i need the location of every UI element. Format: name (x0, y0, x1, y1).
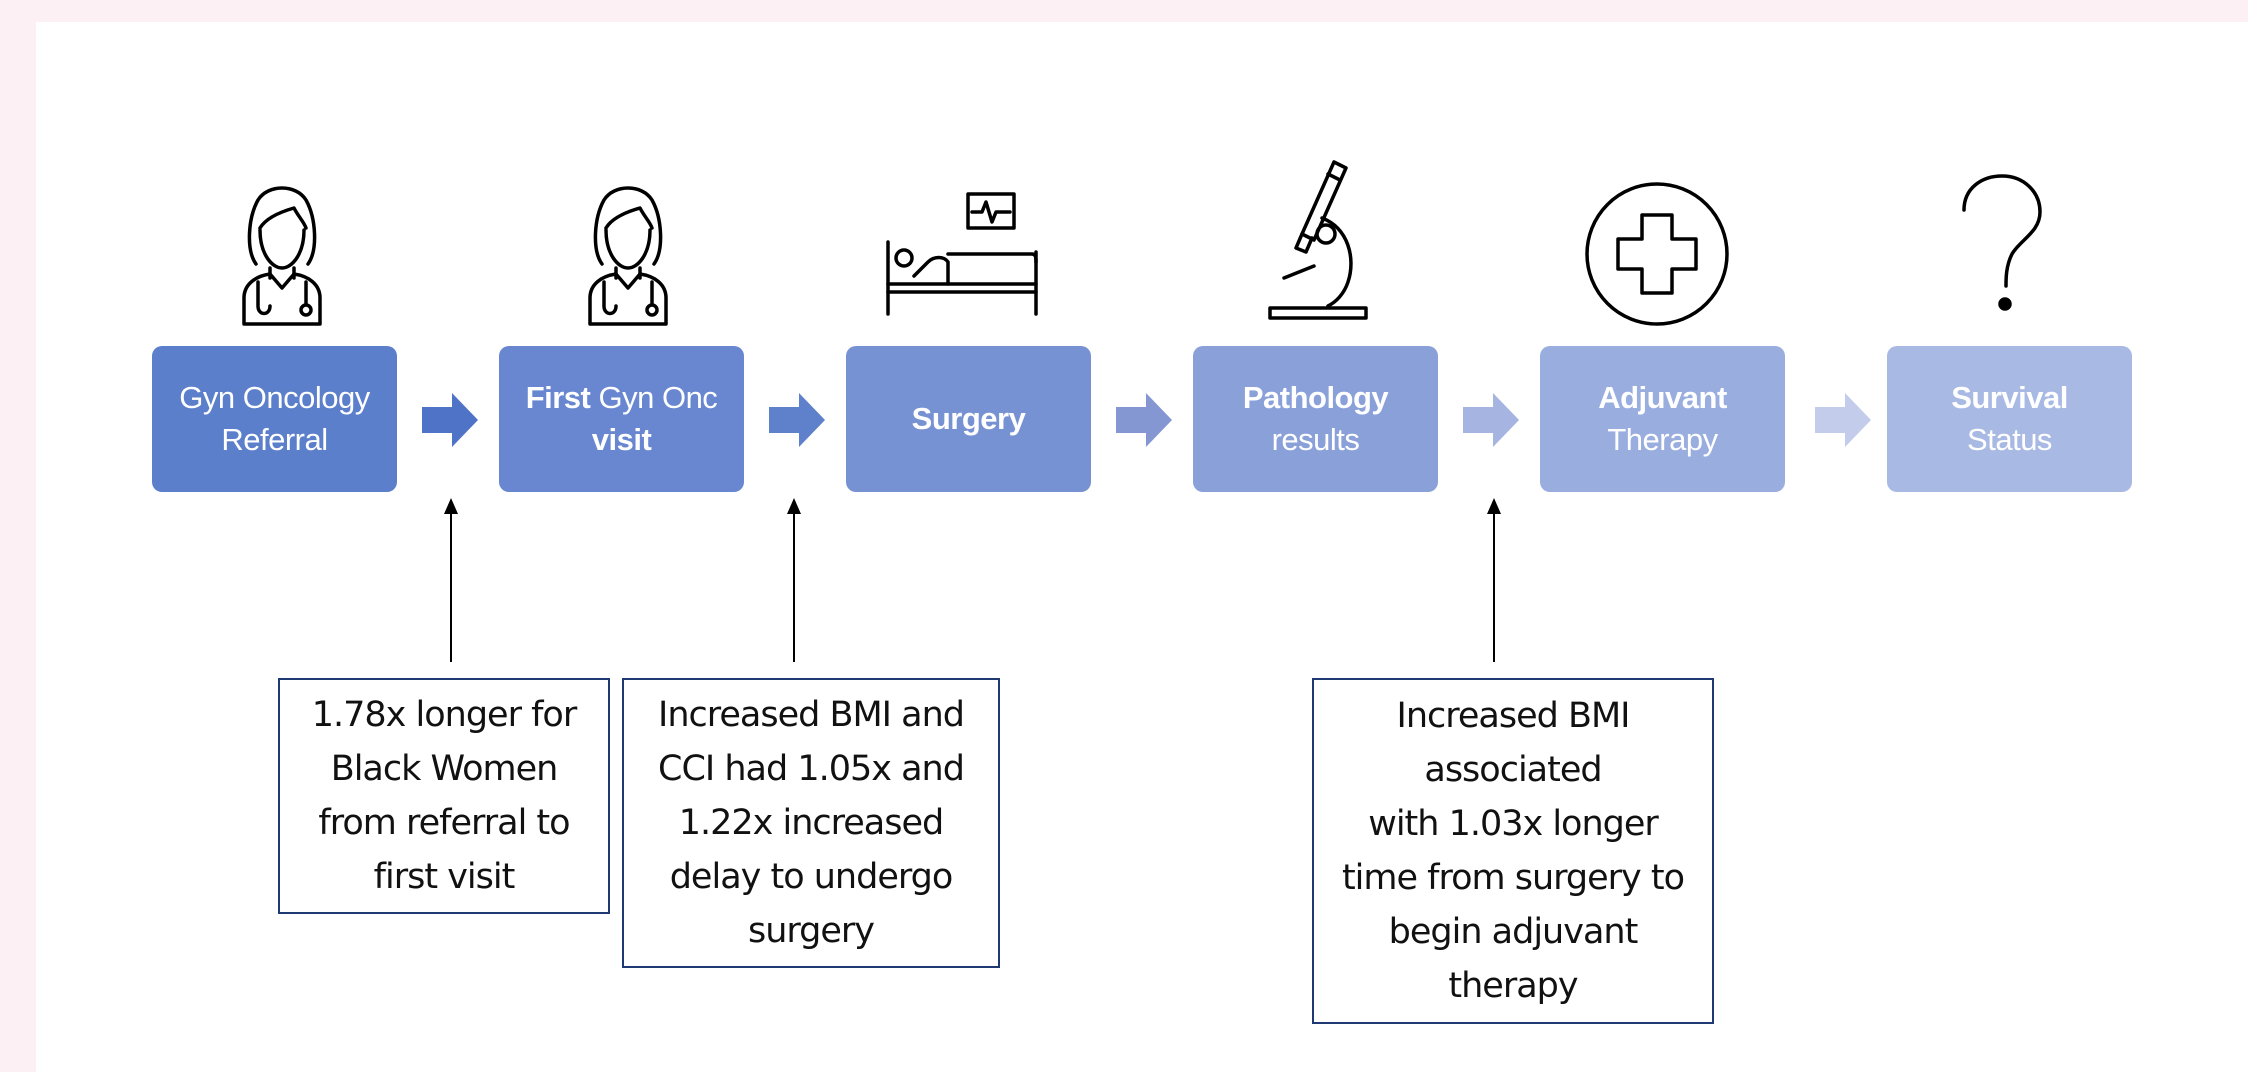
hospital-bed-icon (882, 192, 1044, 318)
flow-arrow-icon (769, 393, 825, 447)
step-label-bold: Surgery (911, 401, 1026, 436)
note-line: Increased BMI (1396, 696, 1631, 736)
pointer-arrowhead (444, 498, 458, 514)
step-label-bold: Pathology (1242, 380, 1389, 415)
note-line: with 1.03x longer (1368, 804, 1659, 844)
doctor-icon (564, 178, 692, 328)
step-survival-status: Survival Status (1887, 346, 2132, 492)
doctor-icon (218, 178, 346, 328)
flow-arrow-icon (1116, 393, 1172, 447)
step-label-bold: Survival (1951, 380, 2068, 415)
note-line: time from surgery to (1341, 858, 1685, 898)
note-surgery-delay: Increased BMI and CCI had 1.05x and 1.22… (622, 678, 1000, 968)
step-label-bold: First (525, 380, 591, 415)
note-line: associated (1424, 750, 1602, 790)
note-line: 1.22x increased (678, 803, 945, 843)
step-label: Gyn Oncology (179, 380, 370, 415)
pointer-arrowhead (787, 498, 801, 514)
note-line: Increased BMI and (658, 695, 965, 735)
pointer-line (450, 512, 452, 662)
step-label: Therapy (1607, 422, 1718, 457)
note-referral-delay: 1.78x longer for Black Women from referr… (278, 678, 610, 914)
step-label-bold: Adjuvant (1598, 380, 1727, 415)
note-line: CCI had 1.05x and (658, 749, 965, 789)
note-line: delay to undergo (669, 857, 954, 897)
microscope-icon (1262, 158, 1380, 324)
question-mark-icon (1954, 170, 2050, 320)
medical-cross-icon (1584, 181, 1730, 327)
step-pathology-results: Pathology results (1193, 346, 1438, 492)
note-line: from referral to (318, 803, 570, 843)
pointer-arrowhead (1487, 498, 1501, 514)
step-adjuvant-therapy: Adjuvant Therapy (1540, 346, 1785, 492)
step-label: Referral (221, 422, 328, 457)
flow-arrow-icon (422, 393, 478, 447)
flow-arrow-icon (1463, 393, 1519, 447)
note-line: therapy (1448, 966, 1578, 1006)
step-label: results (1271, 422, 1360, 457)
step-surgery: Surgery (846, 346, 1091, 492)
step-first-gyn-onc-visit: First Gyn Onc visit (499, 346, 744, 492)
note-adjuvant-delay: Increased BMI associated with 1.03x long… (1312, 678, 1714, 1024)
step-gyn-oncology-referral: Gyn Oncology Referral (152, 346, 397, 492)
flow-arrow-icon (1815, 393, 1871, 447)
pointer-line (793, 512, 795, 662)
note-line: surgery (747, 911, 875, 951)
step-label: Status (1967, 422, 2052, 457)
step-label: Gyn Onc (590, 380, 718, 415)
note-line: 1.78x longer for (311, 695, 577, 735)
note-line: first visit (373, 857, 516, 897)
pointer-line (1493, 512, 1495, 662)
note-line: Black Women (330, 749, 559, 789)
note-line: begin adjuvant (1388, 912, 1639, 952)
step-label-bold: visit (591, 422, 652, 457)
diagram-canvas (36, 22, 2248, 1072)
